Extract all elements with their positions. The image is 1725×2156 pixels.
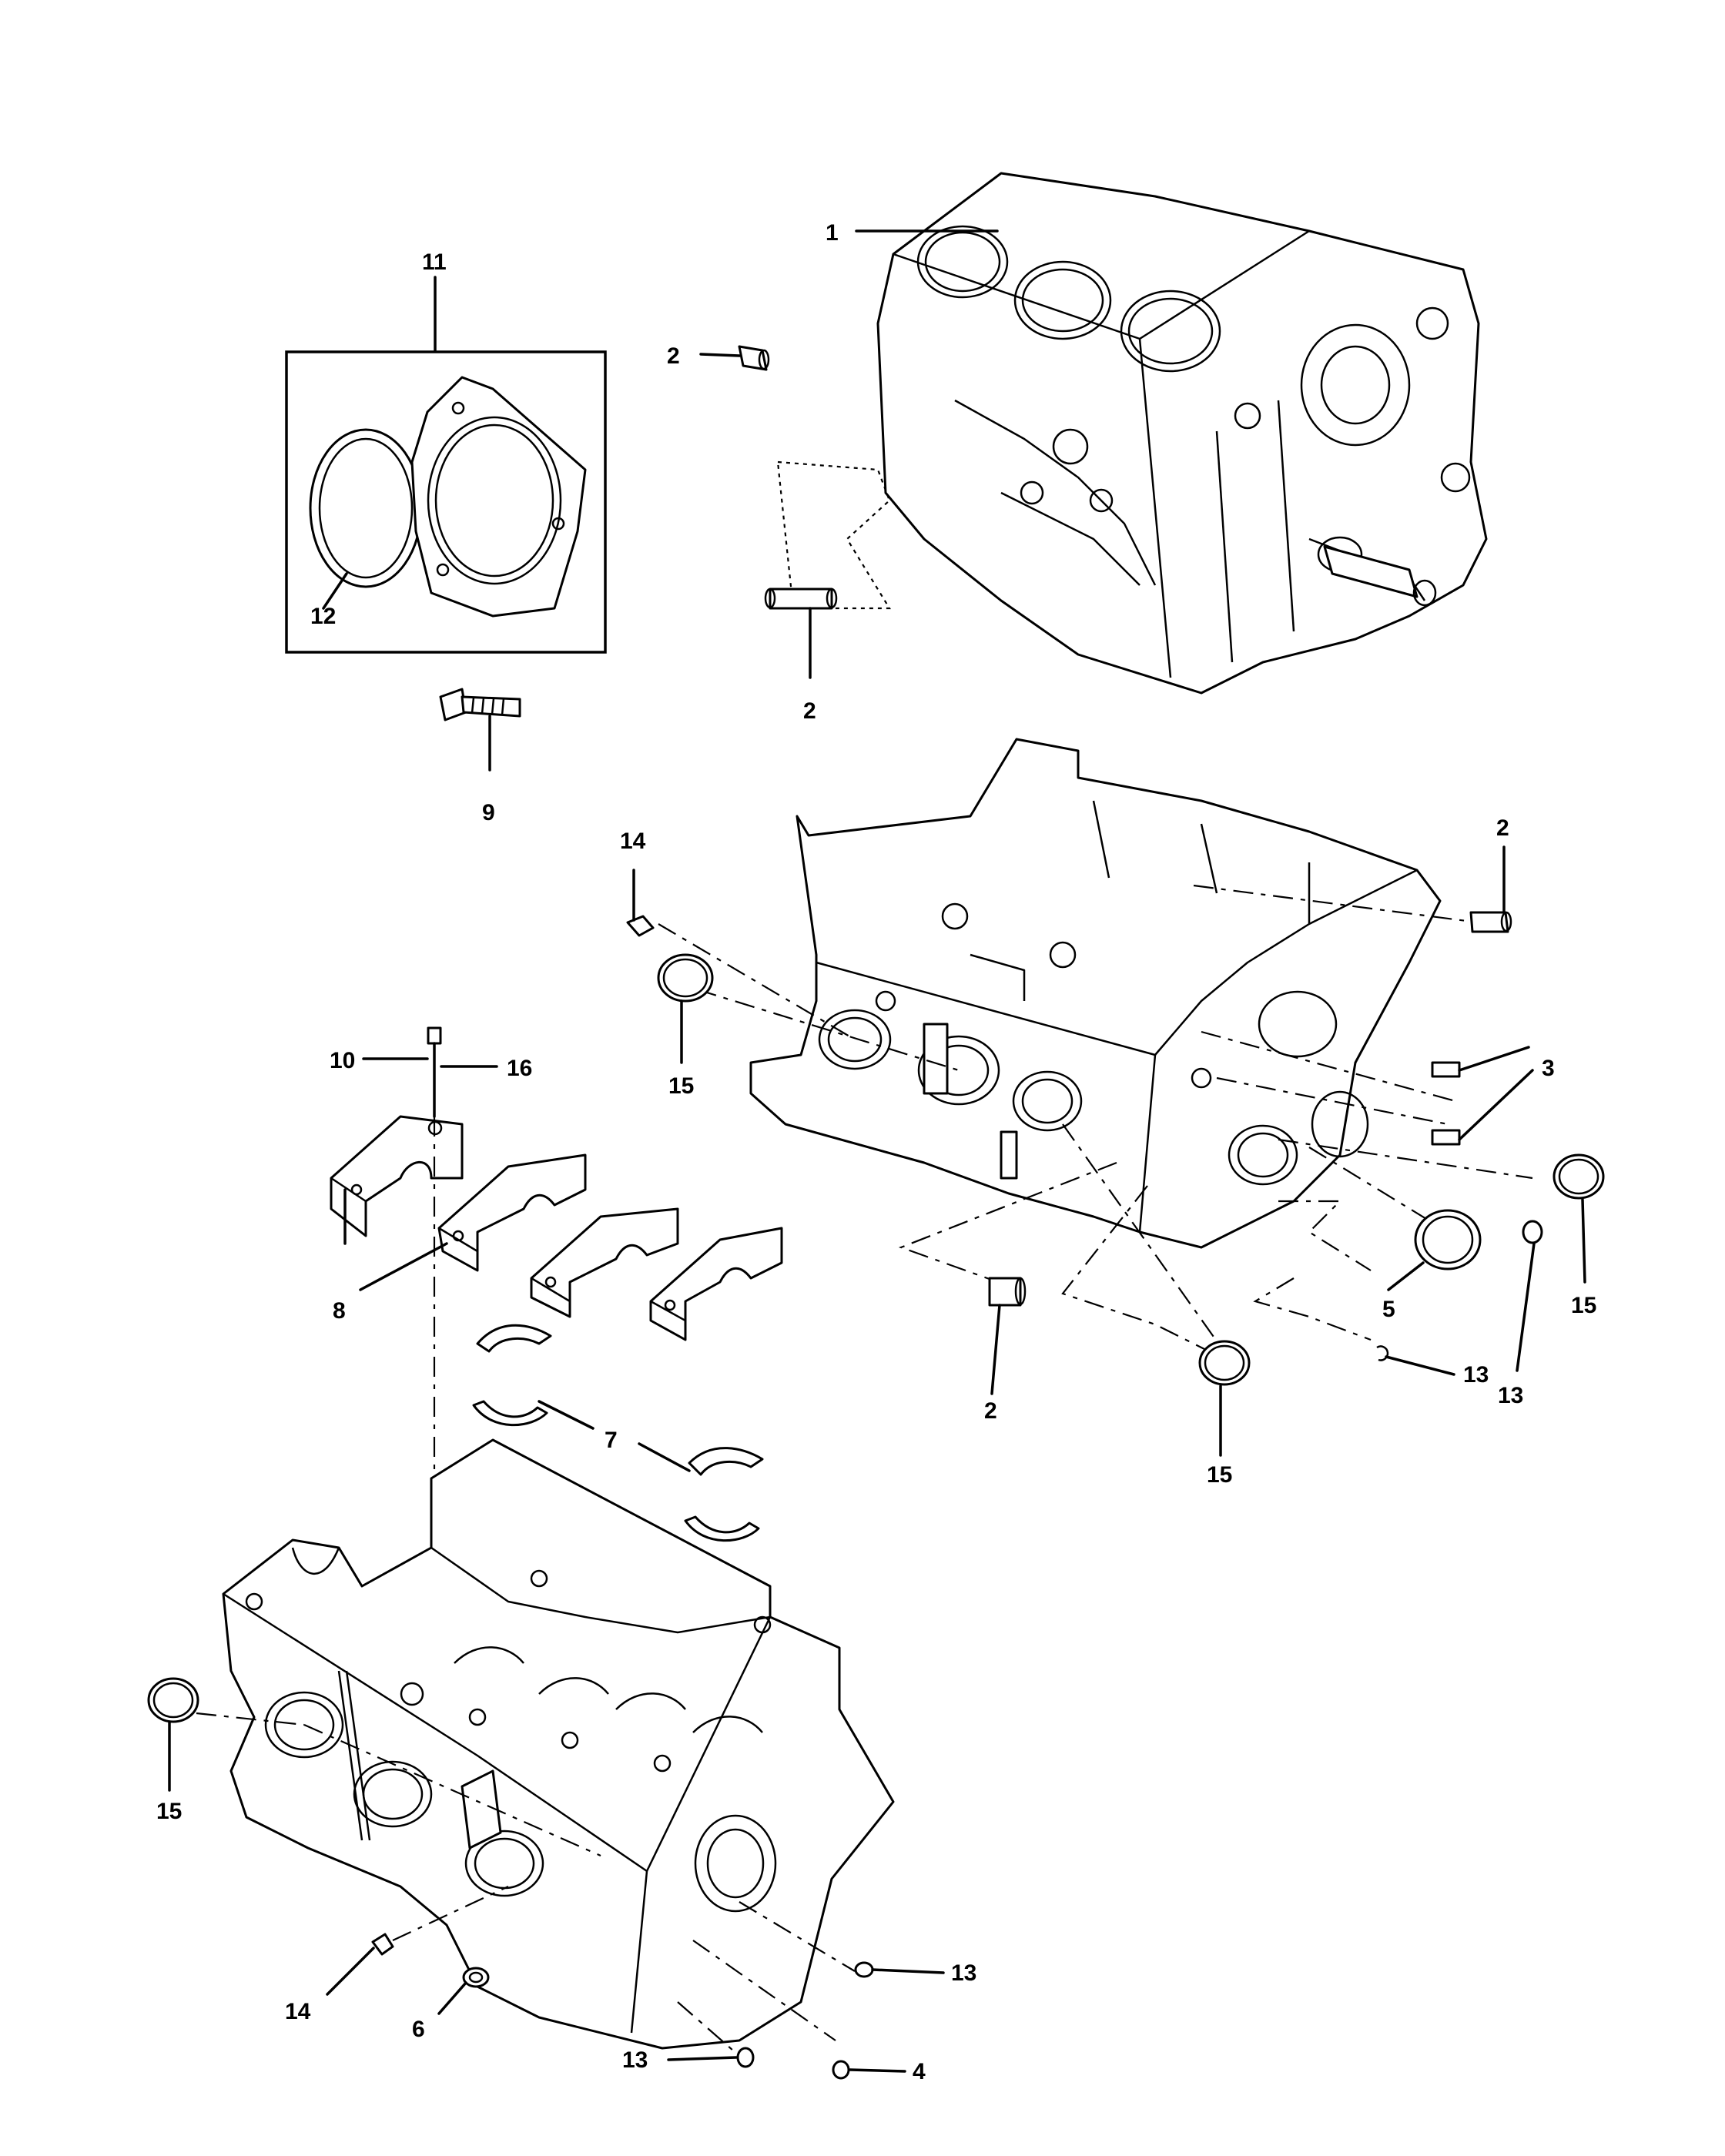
callout-labels: 1 2 2 11 12 9 14 2 15 10 16 3 8 7 5 13 1… xyxy=(156,220,1596,2084)
callout-15: 15 xyxy=(1571,1293,1596,1318)
oil-pump-bolt xyxy=(439,688,521,721)
oil-gallery-sleeves xyxy=(1431,1061,1461,1146)
expansion-plug-lower-center xyxy=(1198,1340,1251,1386)
o-ring-lower-center xyxy=(736,2047,755,2068)
callout-13: 13 xyxy=(951,1960,976,1986)
callout-2: 2 xyxy=(1496,815,1509,841)
callout-15: 15 xyxy=(1207,1462,1232,1488)
callout-2: 2 xyxy=(984,1398,997,1424)
dowel-location-outline xyxy=(776,460,891,610)
rear-seal-ring xyxy=(309,428,423,588)
callout-13: 13 xyxy=(1463,1362,1489,1388)
callout-2: 2 xyxy=(667,343,680,369)
callout-4: 4 xyxy=(913,2059,926,2084)
dowel-pin-middle xyxy=(764,588,838,610)
callout-13: 13 xyxy=(622,2047,648,2073)
o-ring-lower-4 xyxy=(832,2060,850,2080)
bearing-cap-bolt xyxy=(427,1026,442,1118)
dowel-pin-right xyxy=(1469,911,1512,933)
assembly-lines-lower xyxy=(196,1712,856,2057)
callout-15: 15 xyxy=(668,1073,694,1099)
dowel-pin-upper xyxy=(738,345,770,371)
callout-14: 14 xyxy=(285,1999,311,2024)
o-ring-right xyxy=(1376,1345,1389,1361)
engine-block-assembly xyxy=(876,172,1488,695)
main-bearing-caps xyxy=(330,1115,783,1341)
o-ring-upper xyxy=(1522,1220,1543,1244)
plug-upper xyxy=(626,915,655,937)
callout-7: 7 xyxy=(605,1428,618,1453)
plug-lower xyxy=(371,1933,394,1956)
callout-2: 2 xyxy=(803,698,816,724)
callout-9: 9 xyxy=(482,800,495,825)
cam-seal xyxy=(1414,1209,1482,1270)
drain-plug xyxy=(462,1967,490,1988)
expansion-plug-upper-left xyxy=(657,953,714,1003)
inset-frame xyxy=(285,350,607,654)
callout-6: 6 xyxy=(412,2017,425,2042)
callout-15: 15 xyxy=(156,1799,182,1824)
engine-block-lower xyxy=(222,1438,895,2050)
callout-14: 14 xyxy=(620,829,646,854)
callout-8: 8 xyxy=(333,1298,346,1324)
seal-retainer-plate xyxy=(410,376,587,618)
bedplate-upper xyxy=(749,738,1442,1249)
callout-10: 10 xyxy=(330,1048,355,1073)
callout-1: 1 xyxy=(826,220,839,246)
callout-12: 12 xyxy=(310,604,336,629)
callout-5: 5 xyxy=(1382,1297,1395,1322)
dowel-pin-lower-center xyxy=(988,1277,1027,1307)
rear-seal-kit-inset xyxy=(285,350,607,654)
leader-lines xyxy=(168,229,1586,2073)
main-bearing-shells xyxy=(472,1324,764,1542)
expansion-plug-right xyxy=(1552,1153,1605,1200)
o-ring-lower-right xyxy=(854,1961,874,1978)
callout-11: 11 xyxy=(422,249,447,275)
callout-16: 16 xyxy=(507,1056,532,1081)
callout-13: 13 xyxy=(1498,1383,1523,1408)
callout-3: 3 xyxy=(1542,1056,1555,1081)
expansion-plug-lower-left xyxy=(147,1677,199,1723)
